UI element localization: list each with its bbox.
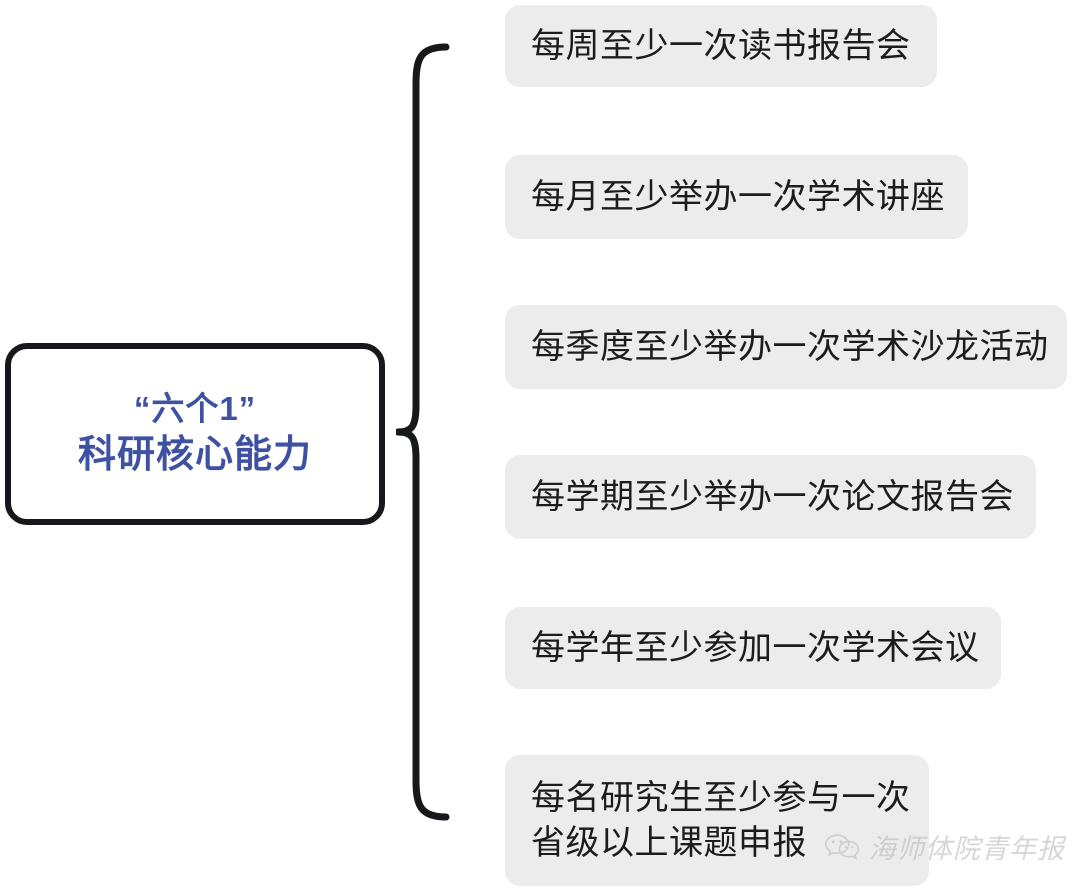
list-item[interactable]: 每月至少举办一次学术讲座	[505, 155, 968, 239]
list-item-label: 每学年至少参加一次学术会议	[531, 628, 980, 667]
curly-brace-connector	[396, 28, 506, 838]
list-item-label: 每名研究生至少参与一次	[531, 778, 911, 817]
curly-brace-icon	[396, 43, 450, 821]
list-item[interactable]: 每名研究生至少参与一次 省级以上课题申报	[505, 755, 929, 886]
list-item[interactable]: 每学期至少举办一次论文报告会	[505, 455, 1036, 539]
list-item-label: 每月至少举办一次学术讲座	[531, 177, 945, 216]
list-item-label: 每季度至少举办一次学术沙龙活动	[531, 327, 1049, 366]
list-item[interactable]: 每学年至少参加一次学术会议	[505, 607, 1001, 689]
list-item-label-second-line: 省级以上课题申报	[531, 823, 807, 862]
list-item-label: 每周至少一次读书报告会	[531, 26, 911, 65]
root-title-line-1: “六个1”	[133, 390, 257, 428]
root-concept-box: “六个1” 科研核心能力	[5, 343, 385, 525]
list-item-label: 每学期至少举办一次论文报告会	[531, 477, 1014, 516]
root-title-line-2: 科研核心能力	[77, 434, 312, 477]
list-item[interactable]: 每周至少一次读书报告会	[505, 5, 937, 87]
list-item[interactable]: 每季度至少举办一次学术沙龙活动	[505, 305, 1067, 389]
